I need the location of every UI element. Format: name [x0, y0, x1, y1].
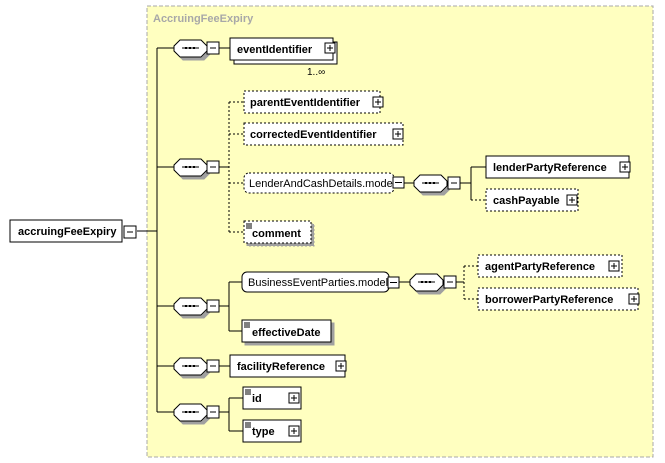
sequence-compositor-2-dots	[182, 166, 199, 168]
element-lender-party-reference[interactable]: lenderPartyReference	[485, 155, 630, 179]
svg-text:id: id	[252, 393, 262, 405]
sequence-compositor-4-toggle[interactable]	[206, 359, 220, 373]
borrower-party-reference-expand-icon[interactable]	[628, 293, 640, 305]
svg-text:correctedEventIdentifier: correctedEventIdentifier	[250, 129, 377, 141]
sequence-compositor-3-dots	[182, 305, 199, 307]
sequence-compositor-lender-cash-dots	[422, 182, 439, 184]
sequence-compositor-5-dots	[182, 411, 199, 413]
group-business-event-parties-model[interactable]: BusinessEventParties.model	[241, 271, 390, 293]
svg-text:cashPayable: cashPayable	[493, 195, 560, 207]
sequence-compositor-lender-cash-toggle[interactable]	[447, 176, 461, 190]
root-element-accruing-fee-expiry[interactable]: accruingFeeExpiry	[9, 219, 123, 243]
facility-reference-expand-icon[interactable]	[335, 360, 347, 372]
svg-text:lenderPartyReference: lenderPartyReference	[493, 162, 607, 174]
lender-party-reference-expand-icon[interactable]	[619, 161, 631, 173]
sequence-compositor-1-dots	[182, 47, 199, 49]
type-text-icon	[245, 422, 251, 428]
svg-text:LenderAndCashDetails.model: LenderAndCashDetails.model	[249, 178, 395, 190]
element-corrected-event-identifier[interactable]: correctedEventIdentifier	[243, 122, 404, 146]
sequence-compositor-2-toggle[interactable]	[206, 160, 220, 174]
element-comment[interactable]: comment	[243, 220, 312, 244]
sequence-compositor-3-toggle[interactable]	[206, 299, 220, 313]
event-identifier-expand-icon[interactable]	[324, 42, 336, 54]
element-parent-event-identifier[interactable]: parentEventIdentifier	[243, 90, 381, 114]
svg-text:comment: comment	[252, 228, 301, 240]
svg-text:accruingFeeExpiry: accruingFeeExpiry	[18, 226, 117, 238]
agent-party-reference-expand-icon[interactable]	[608, 260, 620, 272]
element-cash-payable[interactable]: cashPayable	[485, 188, 579, 212]
element-id[interactable]: id	[242, 386, 302, 410]
parent-event-identifier-expand-icon[interactable]	[372, 96, 384, 108]
svg-text:parentEventIdentifier: parentEventIdentifier	[250, 97, 361, 109]
business-event-parties-collapse-toggle[interactable]	[387, 276, 400, 289]
svg-text:type: type	[252, 426, 275, 438]
svg-text:borrowerPartyReference: borrowerPartyReference	[485, 294, 613, 306]
corrected-event-identifier-expand-icon[interactable]	[392, 128, 404, 140]
root-collapse-toggle[interactable]	[123, 225, 137, 239]
svg-text:BusinessEventParties.model: BusinessEventParties.model	[248, 277, 388, 289]
svg-text:eventIdentifier: eventIdentifier	[237, 44, 313, 56]
sequence-compositor-1-toggle[interactable]	[206, 41, 220, 55]
sequence-compositor-business-parties-dots	[418, 281, 435, 283]
group-container	[146, 5, 654, 458]
connector-lines	[137, 47, 486, 432]
id-text-icon	[245, 389, 251, 395]
type-expand-icon[interactable]	[288, 425, 300, 437]
element-borrower-party-reference[interactable]: borrowerPartyReference	[477, 287, 639, 311]
lender-and-cash-details-collapse-toggle[interactable]	[392, 176, 405, 189]
event-identifier-cardinality: 1..∞	[307, 67, 325, 78]
element-facility-reference[interactable]: facilityReference	[229, 354, 346, 378]
sequence-compositor-4-dots	[182, 365, 199, 367]
id-expand-icon[interactable]	[288, 392, 300, 404]
element-event-identifier[interactable]: eventIdentifier	[229, 37, 338, 65]
sequence-compositor-5-toggle[interactable]	[206, 405, 220, 419]
group-title: AccruingFeeExpiry	[153, 13, 254, 25]
element-type[interactable]: type	[242, 419, 302, 443]
sequence-compositor-business-parties-toggle[interactable]	[443, 275, 457, 289]
group-lender-and-cash-details-model[interactable]: LenderAndCashDetails.model	[243, 172, 395, 194]
element-effective-date[interactable]: effectiveDate	[241, 319, 332, 343]
cash-payable-expand-icon[interactable]	[566, 194, 578, 206]
svg-text:agentPartyReference: agentPartyReference	[485, 261, 595, 273]
svg-text:effectiveDate: effectiveDate	[252, 327, 320, 339]
element-agent-party-reference[interactable]: agentPartyReference	[477, 254, 623, 278]
effective-date-text-icon	[244, 322, 250, 328]
comment-text-icon	[246, 223, 252, 229]
svg-text:facilityReference: facilityReference	[237, 361, 325, 373]
